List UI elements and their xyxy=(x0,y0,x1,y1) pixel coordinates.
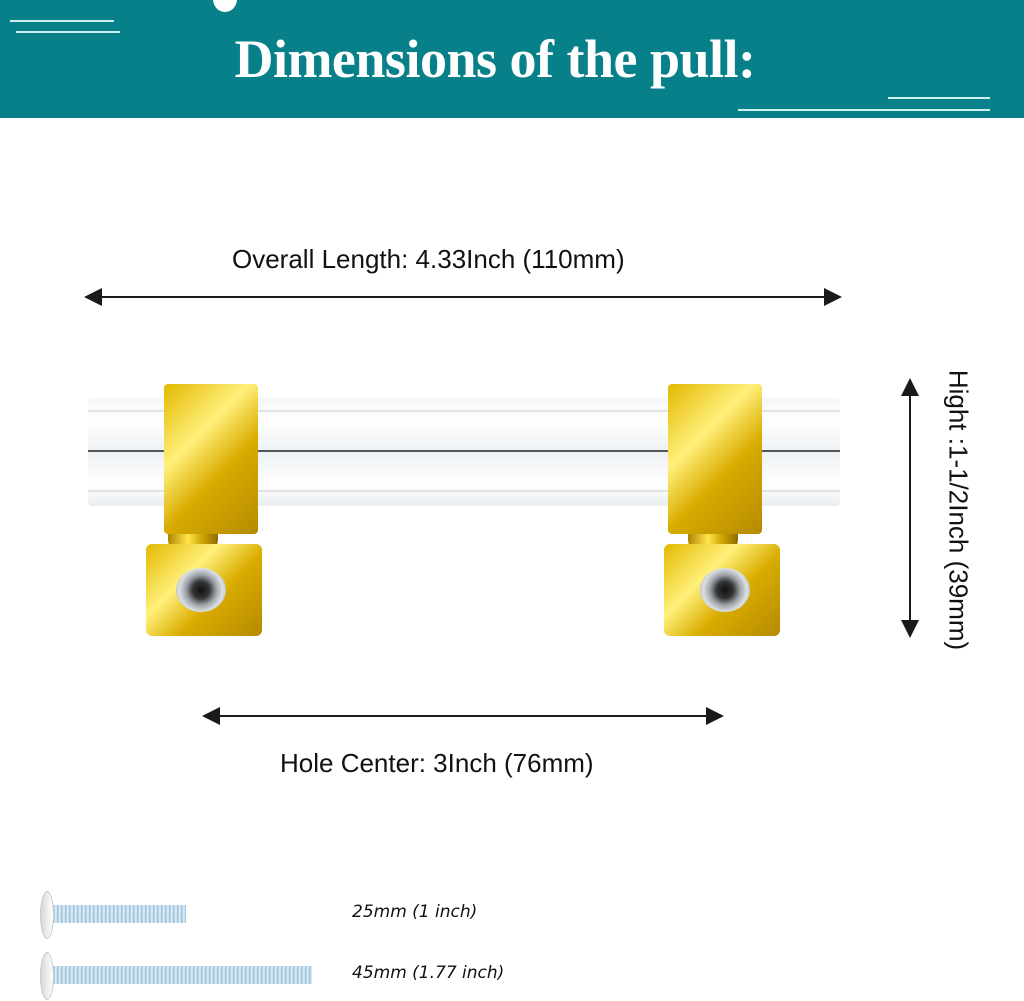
left-mount-sleeve xyxy=(164,384,258,534)
screw-short-label: 25mm (1 inch) xyxy=(352,902,478,922)
bar-edge xyxy=(88,410,840,412)
screw-thread xyxy=(50,905,186,923)
right-mount-sleeve xyxy=(668,384,762,534)
decorative-line xyxy=(10,20,114,22)
screw-hole xyxy=(176,568,226,612)
screw-head-icon xyxy=(40,891,54,939)
overall-length-label: Overall Length: 4.33Inch (110mm) xyxy=(232,244,625,274)
height-label: Hight :1-1/2Inch (39mm) xyxy=(943,369,974,651)
decorative-line xyxy=(888,97,990,99)
screw-long-label: 45mm (1.77 inch) xyxy=(352,963,505,983)
decorative-line xyxy=(16,31,120,33)
hole-center-arrow xyxy=(202,707,724,725)
bar-edge xyxy=(88,490,840,492)
left-mount-foot xyxy=(146,544,262,636)
decorative-line xyxy=(738,109,990,111)
screw-hole xyxy=(700,568,750,612)
right-mount-foot xyxy=(664,544,780,636)
bar-groove xyxy=(88,450,840,452)
decorative-dot xyxy=(213,0,237,12)
height-arrow xyxy=(901,378,919,638)
hole-center-label: Hole Center: 3Inch (76mm) xyxy=(280,748,594,778)
page-title: Dimensions of the pull: xyxy=(234,29,756,89)
screw-head-icon xyxy=(40,952,54,1000)
overall-length-arrow xyxy=(84,288,842,306)
screw-thread xyxy=(50,966,312,984)
header-banner: Dimensions of the pull: xyxy=(0,0,1024,118)
